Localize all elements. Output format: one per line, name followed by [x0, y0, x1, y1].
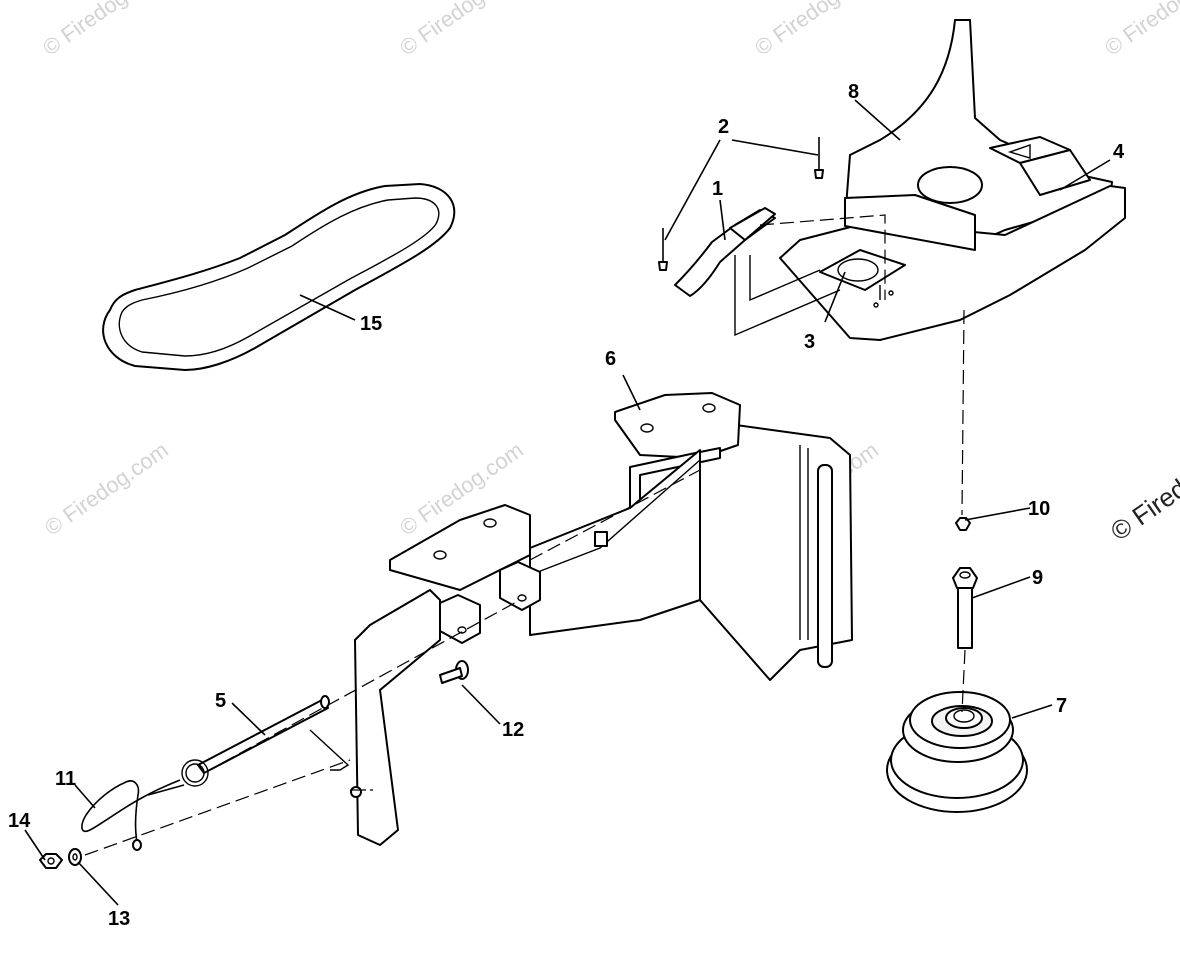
mounting-bracket-part-6: [350, 392, 853, 846]
assembly-line: [84, 759, 351, 856]
assembly-line: [749, 255, 821, 302]
washer-part-13: [68, 848, 82, 866]
latch-part-1: [674, 207, 776, 297]
callout-6: 6: [605, 348, 616, 370]
assembly-line: [309, 729, 350, 771]
callout-10: 10: [1028, 498, 1050, 520]
callout-1: 1: [712, 178, 723, 200]
assembly-line: [734, 255, 841, 337]
assembly-line: [203, 599, 521, 774]
callout-5: 5: [215, 690, 226, 712]
callout-4: 4: [1113, 141, 1125, 163]
lanyard-part-11: [81, 779, 185, 851]
leader-lines: [24, 99, 1111, 906]
assembly-line: [529, 469, 701, 561]
assembly-line: [961, 309, 965, 516]
belt-part-15: [102, 183, 456, 371]
callout-9: 9: [1032, 567, 1043, 589]
rivet-part-2: [658, 137, 824, 271]
callout-2: 2: [718, 116, 729, 138]
callout-13: 13: [108, 908, 130, 930]
assembly-line: [759, 214, 886, 300]
callout-3: 3: [804, 331, 815, 353]
nut-part-10: [955, 517, 971, 531]
belt-guard-part-8: [779, 19, 1126, 341]
nut-part-14: [39, 853, 63, 869]
bolt-part-12: [439, 660, 469, 684]
callout-15: 15: [360, 313, 382, 335]
assembly-line: [961, 649, 966, 713]
callout-14: 14: [8, 810, 31, 832]
pulley-part-7: [886, 691, 1028, 813]
callout-11: 11: [55, 768, 76, 790]
callout-12: 12: [502, 719, 524, 741]
callout-7: 7: [1056, 695, 1067, 717]
callout-8: 8: [848, 81, 859, 103]
bolt-part-9: [952, 567, 978, 649]
